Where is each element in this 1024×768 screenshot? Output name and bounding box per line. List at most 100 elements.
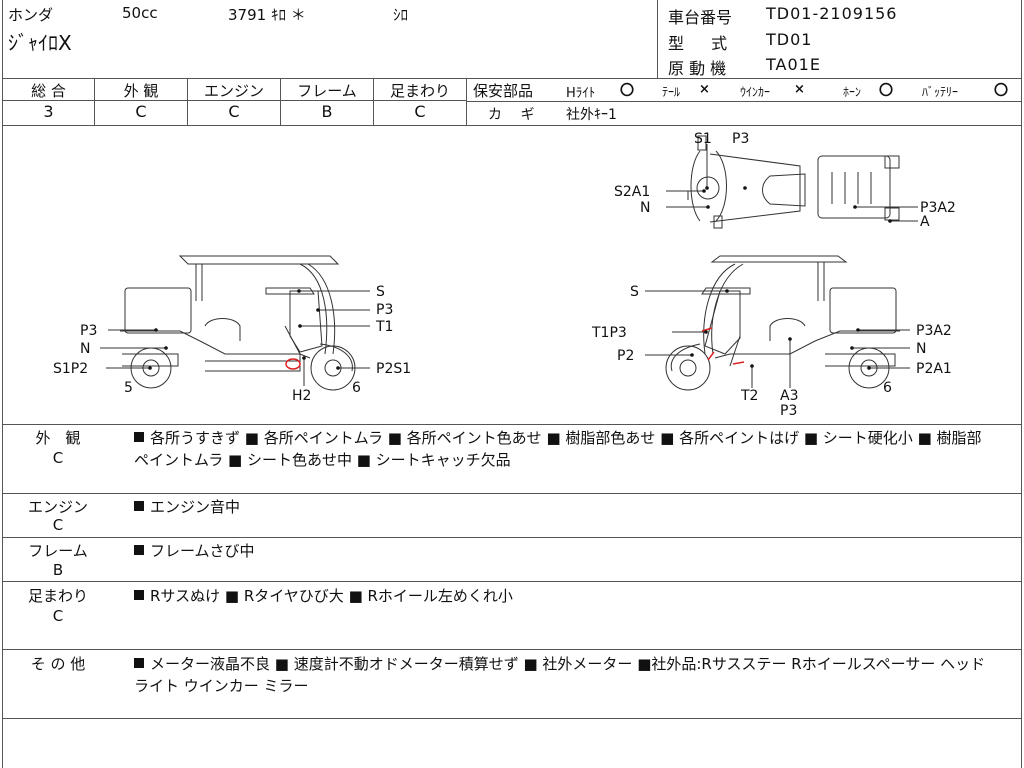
bullet-square-icon xyxy=(134,590,144,600)
remark-suspension-label: 足まわり xyxy=(27,587,88,605)
key-value: 社外ｷｰ1 xyxy=(566,107,617,123)
remark-suspension-grade: C xyxy=(52,607,64,625)
grade-col-line xyxy=(187,78,188,125)
label-left-6: 6 xyxy=(352,380,361,396)
safety-mark-winker: × xyxy=(794,82,805,97)
label-left-S: S xyxy=(376,284,385,300)
safety-item-winker: ｳｲﾝｶｰ xyxy=(740,85,771,99)
remark-exterior-text: 各所うすきず ■ 各所ペイントムラ ■ 各所ペイント色あせ ■ 樹脂部色あせ ■… xyxy=(134,429,982,469)
scooter-left-view xyxy=(120,255,356,391)
safety-item-horn: ﾎｰﾝ xyxy=(843,85,862,99)
label-right-S: S xyxy=(630,284,639,300)
label-top-A: A xyxy=(920,214,930,230)
label-left-5: 5 xyxy=(124,380,133,396)
label-right-6: 6 xyxy=(883,380,892,396)
remark-suspension-text: Rサスぬけ ■ Rタイヤひび大 ■ Rホイール左めくれ小 xyxy=(134,585,996,607)
remark-engine-grade: C xyxy=(52,516,64,534)
grade-frame-label: フレーム xyxy=(297,82,357,100)
key-label: カ ギ xyxy=(488,107,535,123)
remark-exterior-label: 外 観 xyxy=(35,429,81,447)
mileage: 3791 ｷﾛ ＊ xyxy=(228,6,306,24)
grade-col-line xyxy=(373,78,374,125)
remark-other-label: そ の 他 xyxy=(30,655,86,673)
remark-exterior-grade: C xyxy=(52,449,64,467)
grade-suspension-value: C xyxy=(414,102,426,121)
frame-right-border xyxy=(1021,0,1022,768)
divider-remark-5 xyxy=(2,718,1022,719)
damage-diagram: S P3 T1 P3 N S1P2 P2S1 H2 5 6 S T1P3 P2 … xyxy=(53,131,956,419)
scooter-top-view xyxy=(690,135,900,229)
bullet-square-icon xyxy=(134,501,144,511)
divider-diagram xyxy=(2,424,1022,425)
label-left-S1P2: S1P2 xyxy=(53,361,88,377)
model-name: ｼﾞｬｲﾛX xyxy=(8,31,72,55)
safety-item-battery: ﾊﾞｯﾃﾘｰ xyxy=(922,85,959,99)
divider-remark-1 xyxy=(2,493,1022,494)
divider-header xyxy=(2,78,1022,79)
maker: ホンダ xyxy=(8,6,54,24)
grade-overall-label: 総 合 xyxy=(31,82,66,100)
remark-frame-label: フレーム xyxy=(28,542,88,560)
label-top-S2A1: S2A1 xyxy=(614,184,650,200)
frame-left-border xyxy=(2,0,3,768)
grade-frame-value: B xyxy=(321,102,333,121)
divider-remark-3 xyxy=(2,581,1022,582)
grade-exterior-label: 外 観 xyxy=(123,82,159,100)
label-left-P2S1: P2S1 xyxy=(376,361,411,377)
divider-remark-2 xyxy=(2,537,1022,538)
remark-other-text: メーター液晶不良 ■ 速度計不動オドメーター積算せず ■ 社外メーター ■社外品… xyxy=(134,655,986,695)
label-left-T1: T1 xyxy=(375,319,393,335)
engine-value: TA01E xyxy=(766,55,821,74)
label-top-N: N xyxy=(640,200,650,216)
label-left-N: N xyxy=(80,341,90,357)
label-right-P2: P2 xyxy=(617,348,634,364)
color: ｼﾛ xyxy=(393,6,409,24)
type-label: 型 式 xyxy=(668,34,728,53)
label-left-P3: P3 xyxy=(376,302,393,318)
label-right-P3: P3 xyxy=(780,403,797,419)
safety-label: 保安部品 xyxy=(473,82,534,100)
label-right-P2A1: P2A1 xyxy=(916,361,952,377)
label-left-H2: H2 xyxy=(292,388,311,404)
remark-frame-text: フレームさび中 xyxy=(134,540,996,562)
safety-mark-tail: × xyxy=(699,82,710,97)
label-top-P3: P3 xyxy=(732,131,749,147)
divider-grades xyxy=(2,125,1022,126)
grade-engine-value: C xyxy=(228,102,240,121)
safety-mark-headlight: 〇 xyxy=(620,83,634,99)
label-left-P3-rear: P3 xyxy=(80,323,97,339)
safety-mid-line xyxy=(466,101,1022,102)
label-right-P3A2: P3A2 xyxy=(916,323,952,339)
divider-remark-4 xyxy=(2,649,1022,650)
grade-mid-line xyxy=(2,100,466,101)
grade-col-line xyxy=(94,78,95,125)
remark-frame-grade: B xyxy=(52,561,64,579)
frame-no-label: 車台番号 xyxy=(668,8,733,27)
grade-exterior-value: C xyxy=(135,102,147,121)
label-right-A3: A3 xyxy=(780,388,798,404)
grade-overall-value: 3 xyxy=(43,102,54,121)
displacement: 50cc xyxy=(122,4,158,22)
label-right-T2: T2 xyxy=(740,388,758,404)
remark-engine-label: エンジン xyxy=(27,498,88,516)
engine-label: 原 動 機 xyxy=(668,59,727,78)
header-split-line xyxy=(657,0,658,78)
bullet-square-icon xyxy=(134,545,144,555)
safety-item-headlight: Hﾗｲﾄ xyxy=(566,86,596,101)
label-right-N: N xyxy=(916,341,926,357)
bullet-square-icon xyxy=(134,658,144,668)
label-top-S1: S1 xyxy=(694,131,712,147)
grade-suspension-label: 足まわり xyxy=(389,82,450,100)
scooter-right-view xyxy=(665,255,900,391)
safety-item-tail: ﾃｰﾙ xyxy=(662,85,681,99)
frame-no: TD01-2109156 xyxy=(766,4,898,23)
label-top-P3A2: P3A2 xyxy=(920,200,956,216)
remark-engine-text: エンジン音中 xyxy=(134,496,996,518)
bullet-square-icon xyxy=(134,432,144,442)
grade-col-line xyxy=(280,78,281,125)
grade-engine-label: エンジン xyxy=(203,82,264,100)
label-right-T1P3: T1P3 xyxy=(591,325,627,341)
safety-mark-horn: 〇 xyxy=(879,83,893,99)
safety-mark-battery: 〇 xyxy=(994,83,1008,99)
type-value: TD01 xyxy=(766,30,813,49)
